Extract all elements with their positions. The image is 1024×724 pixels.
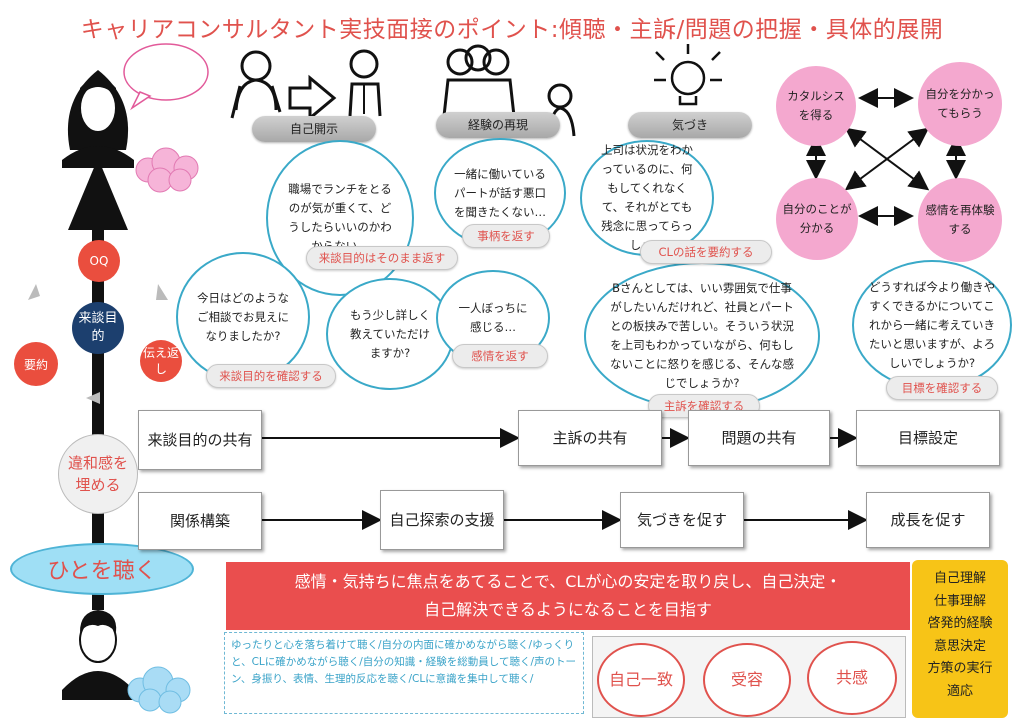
man-icon bbox=[62, 610, 134, 700]
vertical-arrow-head bbox=[68, 158, 128, 230]
skill-item: 啓発的経験 bbox=[927, 616, 993, 631]
attitude-congruence: 自己一致 bbox=[597, 643, 685, 717]
discomfort-circle: 違和感を埋める bbox=[58, 434, 138, 514]
flow-share-main-complaint: 主訴の共有 bbox=[518, 410, 662, 466]
experience-group-drawing bbox=[442, 44, 576, 137]
goal-banner: 感情・気持ちに焦点をあてることで、CLが心の安定を取り戻し、自己決定・ 自己解決… bbox=[226, 562, 910, 630]
bubble-summary: Bさんとしては、いい雰囲気で仕事がしたいんだけれど、社員とパートとの板挟みで苦し… bbox=[584, 262, 820, 410]
page-title: キャリアコンサルタント実技面接のポイント:傾聴・主訴/問題の把握・具体的展開 bbox=[80, 17, 944, 43]
tag-summarize: CLの話を要約する bbox=[640, 240, 772, 264]
flow-goal-setting: 目標設定 bbox=[856, 410, 1000, 466]
tag-return-purpose: 来談目的はそのまま返す bbox=[306, 246, 458, 270]
skill-item: 意思決定 bbox=[933, 638, 986, 654]
skill-item: 仕事理解 bbox=[933, 593, 986, 609]
flow-self-exploration: 自己探索の支援 bbox=[380, 490, 504, 550]
skill-item: 適応 bbox=[946, 683, 973, 699]
flow-share-problem: 問題の共有 bbox=[688, 410, 830, 466]
tag-return-emotion: 感情を返す bbox=[452, 344, 548, 368]
blue-cloud-icon bbox=[127, 666, 191, 714]
attitude-acceptance: 受容 bbox=[703, 643, 791, 717]
listening-tips: ゆったりと心を落ち着けて聴く/自分の内面に確かめながら聴く/ゆっくりと、CLに確… bbox=[224, 632, 584, 714]
pill-awareness: 気づき bbox=[628, 112, 752, 138]
bubble-boss: 上司は状況をわかっているのに、何もしてくれなくて、それがとても残念に思ってらっし… bbox=[580, 140, 714, 256]
pink-self-know: 自分のことが分かる bbox=[776, 178, 858, 260]
bubble-lunch: 職場でランチをとるのが気が重くて、どうしたらいいのかわからない… bbox=[266, 140, 414, 296]
bubble-goal-question: どうすれば今より働きやすくできるかについてこれから一緒に考えていきたいと思います… bbox=[852, 260, 1012, 390]
pink-understood: 自分を分かってもらう bbox=[918, 62, 1002, 146]
skill-item: 自己理解 bbox=[933, 571, 986, 586]
pill-self-disclosure: 自己開示 bbox=[252, 116, 376, 142]
oq-badge: OQ bbox=[78, 240, 120, 282]
pink-catharsis: カタルシスを得る bbox=[776, 66, 856, 146]
tag-confirm-goal: 目標を確認する bbox=[886, 376, 998, 400]
tag-return-facts: 事柄を返す bbox=[462, 224, 550, 248]
self-disclosure-drawing bbox=[230, 49, 382, 122]
skill-item: 方策の実行 bbox=[927, 661, 993, 676]
pill-reproduce-experience: 経験の再現 bbox=[436, 112, 560, 138]
listen-to-people-label: ひとを聴く bbox=[10, 543, 194, 595]
goal-line-1: 感情・気持ちに焦点をあてることで、CLが心の安定を取り戻し、自己決定・ bbox=[294, 572, 842, 591]
summary-badge: 要約 bbox=[14, 342, 58, 386]
goal-line-2: 自己解決できるようになることを目指す bbox=[424, 600, 712, 619]
bubble-consult-question: 今日はどのようなご相談でお見えになりましたか? bbox=[176, 252, 310, 382]
woman-icon bbox=[62, 70, 134, 168]
flow-share-purpose: 来談目的の共有 bbox=[138, 410, 262, 470]
purpose-badge: 来談目的 bbox=[72, 302, 124, 354]
attitude-panel: 自己一致 受容 共感 bbox=[592, 636, 906, 718]
skills-panel: 自己理解 仕事理解 啓発的経験 意思決定 方策の実行 適応 bbox=[912, 560, 1008, 718]
flow-promote-awareness: 気づきを促す bbox=[620, 492, 744, 548]
attitude-empathy: 共感 bbox=[807, 641, 897, 715]
pink-reexperience: 感情を再体験する bbox=[918, 178, 1002, 262]
flow-relationship: 関係構築 bbox=[138, 492, 262, 550]
lightbulb-icon bbox=[654, 44, 722, 106]
tag-confirm-purpose: 来談目的を確認する bbox=[206, 364, 336, 388]
flow-promote-growth: 成長を促す bbox=[866, 492, 990, 548]
bubble-more-detail: もう少し詳しく教えていただけますか? bbox=[326, 278, 454, 390]
reflect-badge: 伝え返し bbox=[140, 340, 182, 382]
pink-cloud-icon bbox=[135, 147, 199, 193]
